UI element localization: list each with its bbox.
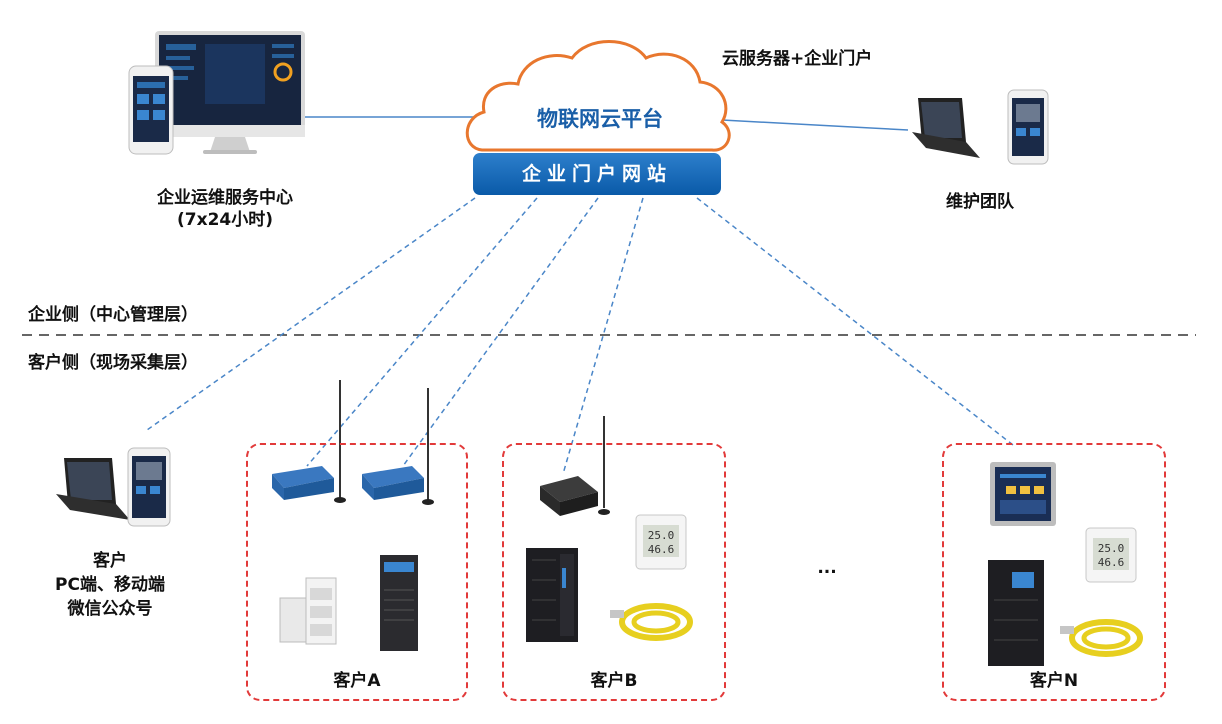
link-customer-a-2 bbox=[402, 197, 599, 467]
cloud-shape bbox=[465, 40, 731, 152]
air-conditioner-icon bbox=[380, 555, 418, 651]
more-customers-ellipsis: ... bbox=[817, 558, 837, 578]
water-leak-sensor-icon bbox=[610, 603, 693, 641]
customer-group-b-label: 客户B bbox=[590, 671, 638, 691]
temp-reading-n: 25.0 bbox=[1098, 542, 1125, 555]
gateway-device-icon bbox=[540, 416, 610, 516]
ops-center-hours: (7x24小时) bbox=[177, 210, 273, 230]
server-rack-icon bbox=[988, 560, 1044, 666]
ops-center-label: 企业运维服务中心 bbox=[157, 188, 293, 208]
customer-layer-label: 客户侧（现场采集层） bbox=[28, 353, 198, 373]
water-leak-sensor-icon bbox=[1060, 619, 1143, 657]
customer-group-a-label: 客户A bbox=[333, 671, 381, 691]
phone-icon bbox=[128, 65, 174, 155]
phone-icon bbox=[127, 447, 171, 527]
humidity-sensor-icon: 25.0 46.6 bbox=[635, 514, 687, 570]
server-rack-icon bbox=[526, 548, 578, 642]
link-customer-a-1 bbox=[306, 197, 538, 467]
link-cloud-maintenance bbox=[721, 119, 909, 131]
touch-panel-icon bbox=[990, 462, 1056, 526]
customer-group-b bbox=[502, 443, 726, 701]
phone-icon bbox=[1007, 89, 1049, 165]
temp-reading: 25.0 bbox=[648, 529, 675, 542]
customer-group-n-label: 客户N bbox=[1029, 671, 1079, 691]
link-customer-b bbox=[562, 197, 644, 475]
laptop-icon bbox=[912, 98, 980, 158]
cloud-caption: 云服务器+企业门户 bbox=[722, 49, 873, 69]
humidity-reading: 46.6 bbox=[648, 543, 675, 556]
maintenance-team-label: 维护团队 bbox=[946, 192, 1014, 212]
enterprise-layer-label: 企业侧（中心管理层） bbox=[28, 305, 198, 325]
customer-group-n bbox=[942, 443, 1166, 701]
link-customer-access bbox=[146, 197, 476, 431]
gateway-device-icon bbox=[272, 380, 346, 503]
humidity-reading-n: 46.6 bbox=[1098, 556, 1125, 569]
customer-access-wechat: 微信公众号 bbox=[67, 599, 153, 619]
laptop-icon bbox=[56, 458, 130, 520]
cloud-platform-title: 物联网云平台 bbox=[537, 107, 663, 131]
customer-group-a bbox=[246, 443, 468, 701]
ups-cabinet-icon bbox=[279, 577, 337, 645]
monitor-icon bbox=[155, 31, 305, 154]
portal-website-button[interactable]: 企业门户网站 bbox=[473, 153, 721, 195]
customer-access-platforms: PC端、移动端 bbox=[55, 575, 165, 595]
customer-access-label: 客户 bbox=[93, 551, 127, 571]
link-customer-n bbox=[696, 197, 1014, 446]
humidity-sensor-icon: 25.0 46.6 bbox=[1085, 527, 1137, 583]
